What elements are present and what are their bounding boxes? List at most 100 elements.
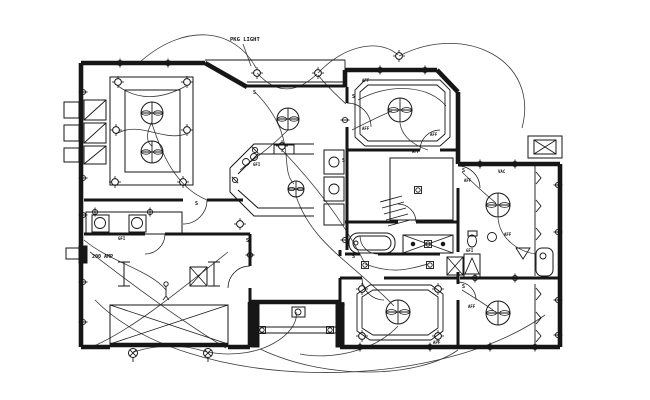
switch-icon: S [195,201,198,207]
annotation-label: AFF [412,149,420,154]
wire-path [117,85,187,97]
annotation-label: AFF [468,304,476,309]
detail-rect [527,135,563,159]
detail-line [381,201,405,209]
detail-rect [63,124,80,142]
toilet-symbol [467,234,477,248]
surface-light-icon [361,261,369,269]
annotation-label: GFI [253,162,261,167]
detail-line [387,219,411,227]
wire-path [254,91,295,185]
outlet-icon [231,176,239,184]
ceiling-fan-symbol [485,310,497,316]
surface-light-icon [426,261,434,269]
detail-rect [83,145,107,165]
detail-rect [323,149,345,175]
post-light-icon [204,349,212,357]
exterior-wall [435,68,460,94]
wire-path [151,123,208,201]
fixture-circle [131,217,143,229]
annotation-label: AFF [362,126,370,131]
wire-path [299,325,399,357]
detail-line [379,195,403,203]
detail-rect [109,76,194,186]
detail-rect [389,157,454,221]
detail-rect [83,122,107,144]
fixture-circle [440,241,446,247]
wire-path [259,348,459,373]
detail-rect [291,306,306,318]
wire-path [461,289,495,312]
wire-path [115,128,187,137]
ceiling-fan-symbol [289,116,300,122]
wire-path [281,149,365,263]
recessed-light-icon [183,126,191,134]
door-swing [227,265,251,289]
ceiling-fan-symbol [385,309,397,315]
detail-line [383,207,407,215]
ceiling-fan-symbol [276,116,287,122]
floor-lamp-icon [165,295,170,301]
fixture-circle [294,308,302,316]
closet-rod-icon [535,311,542,325]
counter-outline [229,143,314,169]
ceiling-fan-symbol [399,309,411,315]
detail-rect [128,214,147,233]
fixture-circle [242,158,250,166]
wire-path [89,251,227,349]
ceiling-fan-symbol [140,110,151,116]
recessed-light-icon [236,220,244,228]
closet-rod-icon [535,227,542,241]
wire-path [256,72,318,90]
ceiling-tray-outline [464,256,480,275]
wire-path [461,171,497,204]
detail-rect [348,232,396,254]
detail-rect [91,214,110,233]
recessed-light-icon [179,178,187,186]
ceiling-fan-symbol [499,202,511,208]
surface-light-icon [259,327,265,333]
floor-lamp-icon [163,281,169,287]
switch-icon: S [342,302,345,308]
door-swing [359,235,379,255]
annotation-label: GFI [466,248,474,253]
surface-light-icon [414,186,422,194]
detail-rect [124,89,181,173]
ceiling-tray-outline [354,79,451,147]
counter-outline [237,153,314,175]
door-swing [346,102,372,128]
switch-icon: S [246,238,249,244]
annotation-label: VAC [498,169,506,174]
wire-path [497,217,537,255]
ceiling-fan-symbol [287,186,296,191]
switch-icon: S [352,254,355,260]
ceiling-fan-symbol [401,107,413,113]
wire-path [364,263,429,271]
fixture-circle [487,232,497,242]
wire-path [398,42,525,129]
surface-light-icon [326,326,334,334]
x-box-diagonal [446,256,464,276]
ceiling-fan-symbol [153,149,164,155]
switch-icon: S [342,158,345,164]
wire-path [93,251,229,347]
wire-path [94,299,546,373]
annotation-label: AFF [362,78,370,83]
counter-outline [229,168,314,217]
fixture-circle [250,153,258,161]
annotation-label: 200 AMP [92,254,113,260]
ceiling-fan-symbol [499,310,511,316]
fixture-circle [410,241,416,247]
detail-rect [352,235,392,251]
annotation-label: AFF [464,178,472,183]
detail-line [83,145,107,165]
ceiling-fan-symbol [296,186,305,191]
ceiling-tray-outline [515,247,531,260]
surface-light-icon [258,326,266,334]
annotation-label: AFF [430,132,438,137]
recessed-light-icon [111,178,119,186]
door-swing [457,281,477,301]
recessed-light-icon [183,78,191,86]
surface-light-icon [425,241,431,247]
